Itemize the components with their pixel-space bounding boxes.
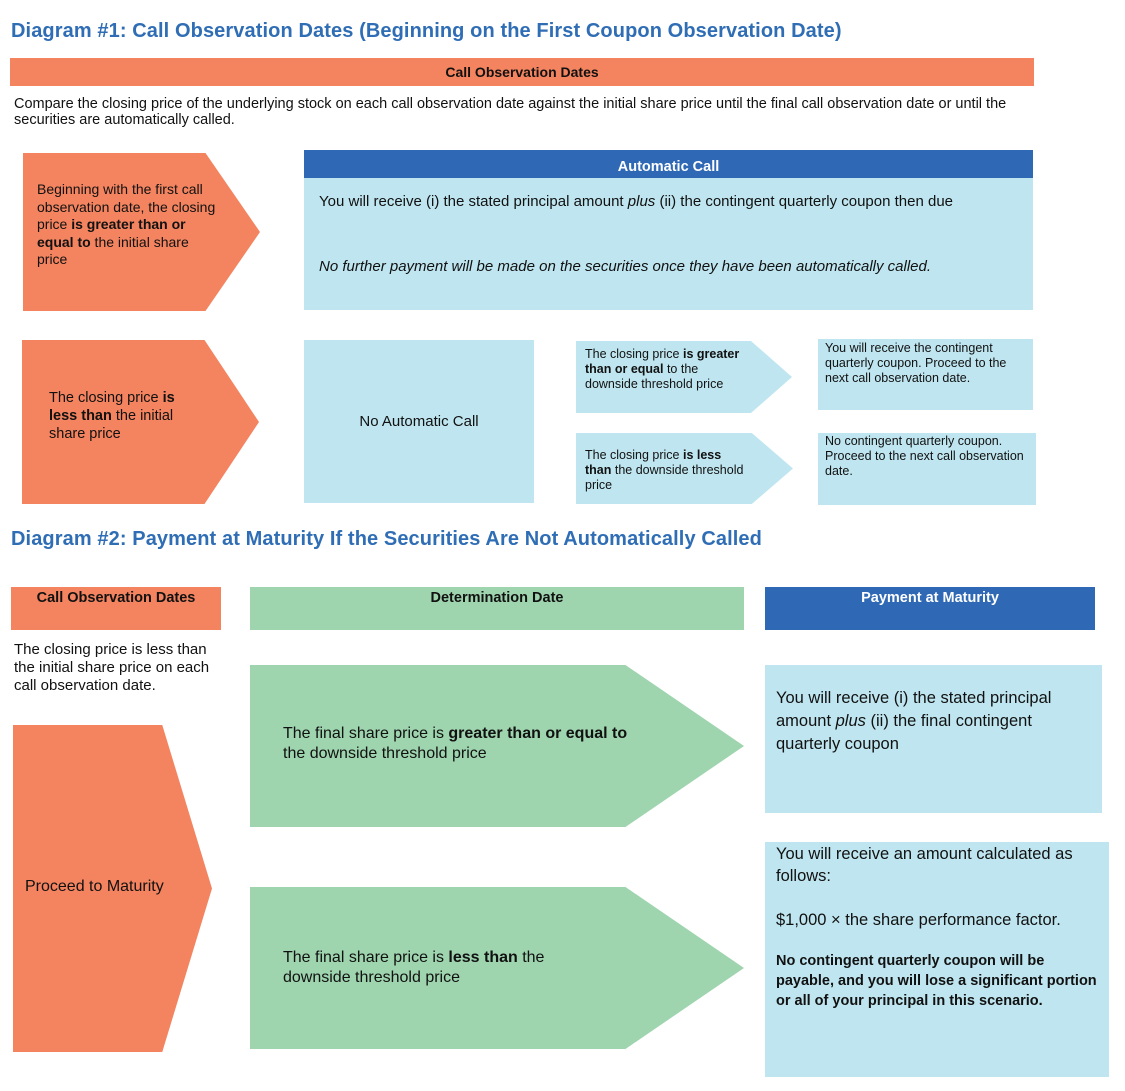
condition-lt-arrow — [576, 433, 793, 504]
call-observation-bar: Call Observation Dates — [10, 58, 1034, 86]
automatic-call-text: You will receive (i) the stated principa… — [319, 193, 954, 210]
condition-ge-arrow — [576, 341, 792, 413]
payment-lt-line1: You will receive an amount calculated as… — [776, 845, 1073, 885]
arrow-greater-or-equal — [23, 153, 260, 311]
arrow-less-than-text: The closing price is less than the initi… — [49, 390, 175, 442]
payment-lt-warning: No contingent quarterly coupon will be p… — [776, 953, 1097, 1009]
final-ge-arrow — [250, 665, 744, 827]
result-coupon-box: You will receive the contingent quarterl… — [818, 339, 1033, 410]
final-ge-text: The final share price is greater than or… — [283, 725, 628, 762]
payment-lt-formula: $1,000 × the share performance factor. — [776, 911, 1061, 929]
arrow-greater-or-equal-text: Beginning with the first call observatio… — [37, 181, 216, 267]
no-further-payment-text: No further payment will be made on the s… — [319, 258, 932, 275]
payment-at-maturity-header: Payment at Maturity — [765, 587, 1095, 630]
proceed-to-maturity-arrow — [13, 725, 212, 1052]
payment-lt-box: You will receive an amount calculated as… — [765, 842, 1109, 1077]
automatic-call-box — [304, 178, 1033, 310]
final-lt-arrow — [250, 887, 744, 1049]
payment-ge-box: You will receive (i) the stated principa… — [765, 665, 1102, 813]
result-no-coupon-box: No contingent quarterly coupon. Proceed … — [818, 433, 1036, 505]
diagram1-intro: Compare the closing price of the underly… — [14, 96, 1007, 128]
determination-date-header: Determination Date — [250, 587, 744, 630]
col1-description: The closing price is less than the initi… — [14, 641, 210, 694]
condition-ge-text: The closing price is greater than or equ… — [585, 347, 740, 391]
automatic-call-header: Automatic Call — [304, 150, 1033, 178]
no-automatic-call-box: No Automatic Call — [304, 340, 534, 503]
diagram1-title: Diagram #1: Call Observation Dates (Begi… — [11, 20, 842, 42]
diagram2-title: Diagram #2: Payment at Maturity If the S… — [11, 528, 762, 550]
arrow-less-than — [22, 340, 259, 504]
call-observation-dates-header: Call Observation Dates — [11, 587, 221, 630]
condition-lt-text: The closing price is less than the downs… — [585, 448, 744, 492]
final-lt-text: The final share price is less than the d… — [283, 949, 545, 986]
proceed-to-maturity-label: Proceed to Maturity — [25, 878, 164, 895]
